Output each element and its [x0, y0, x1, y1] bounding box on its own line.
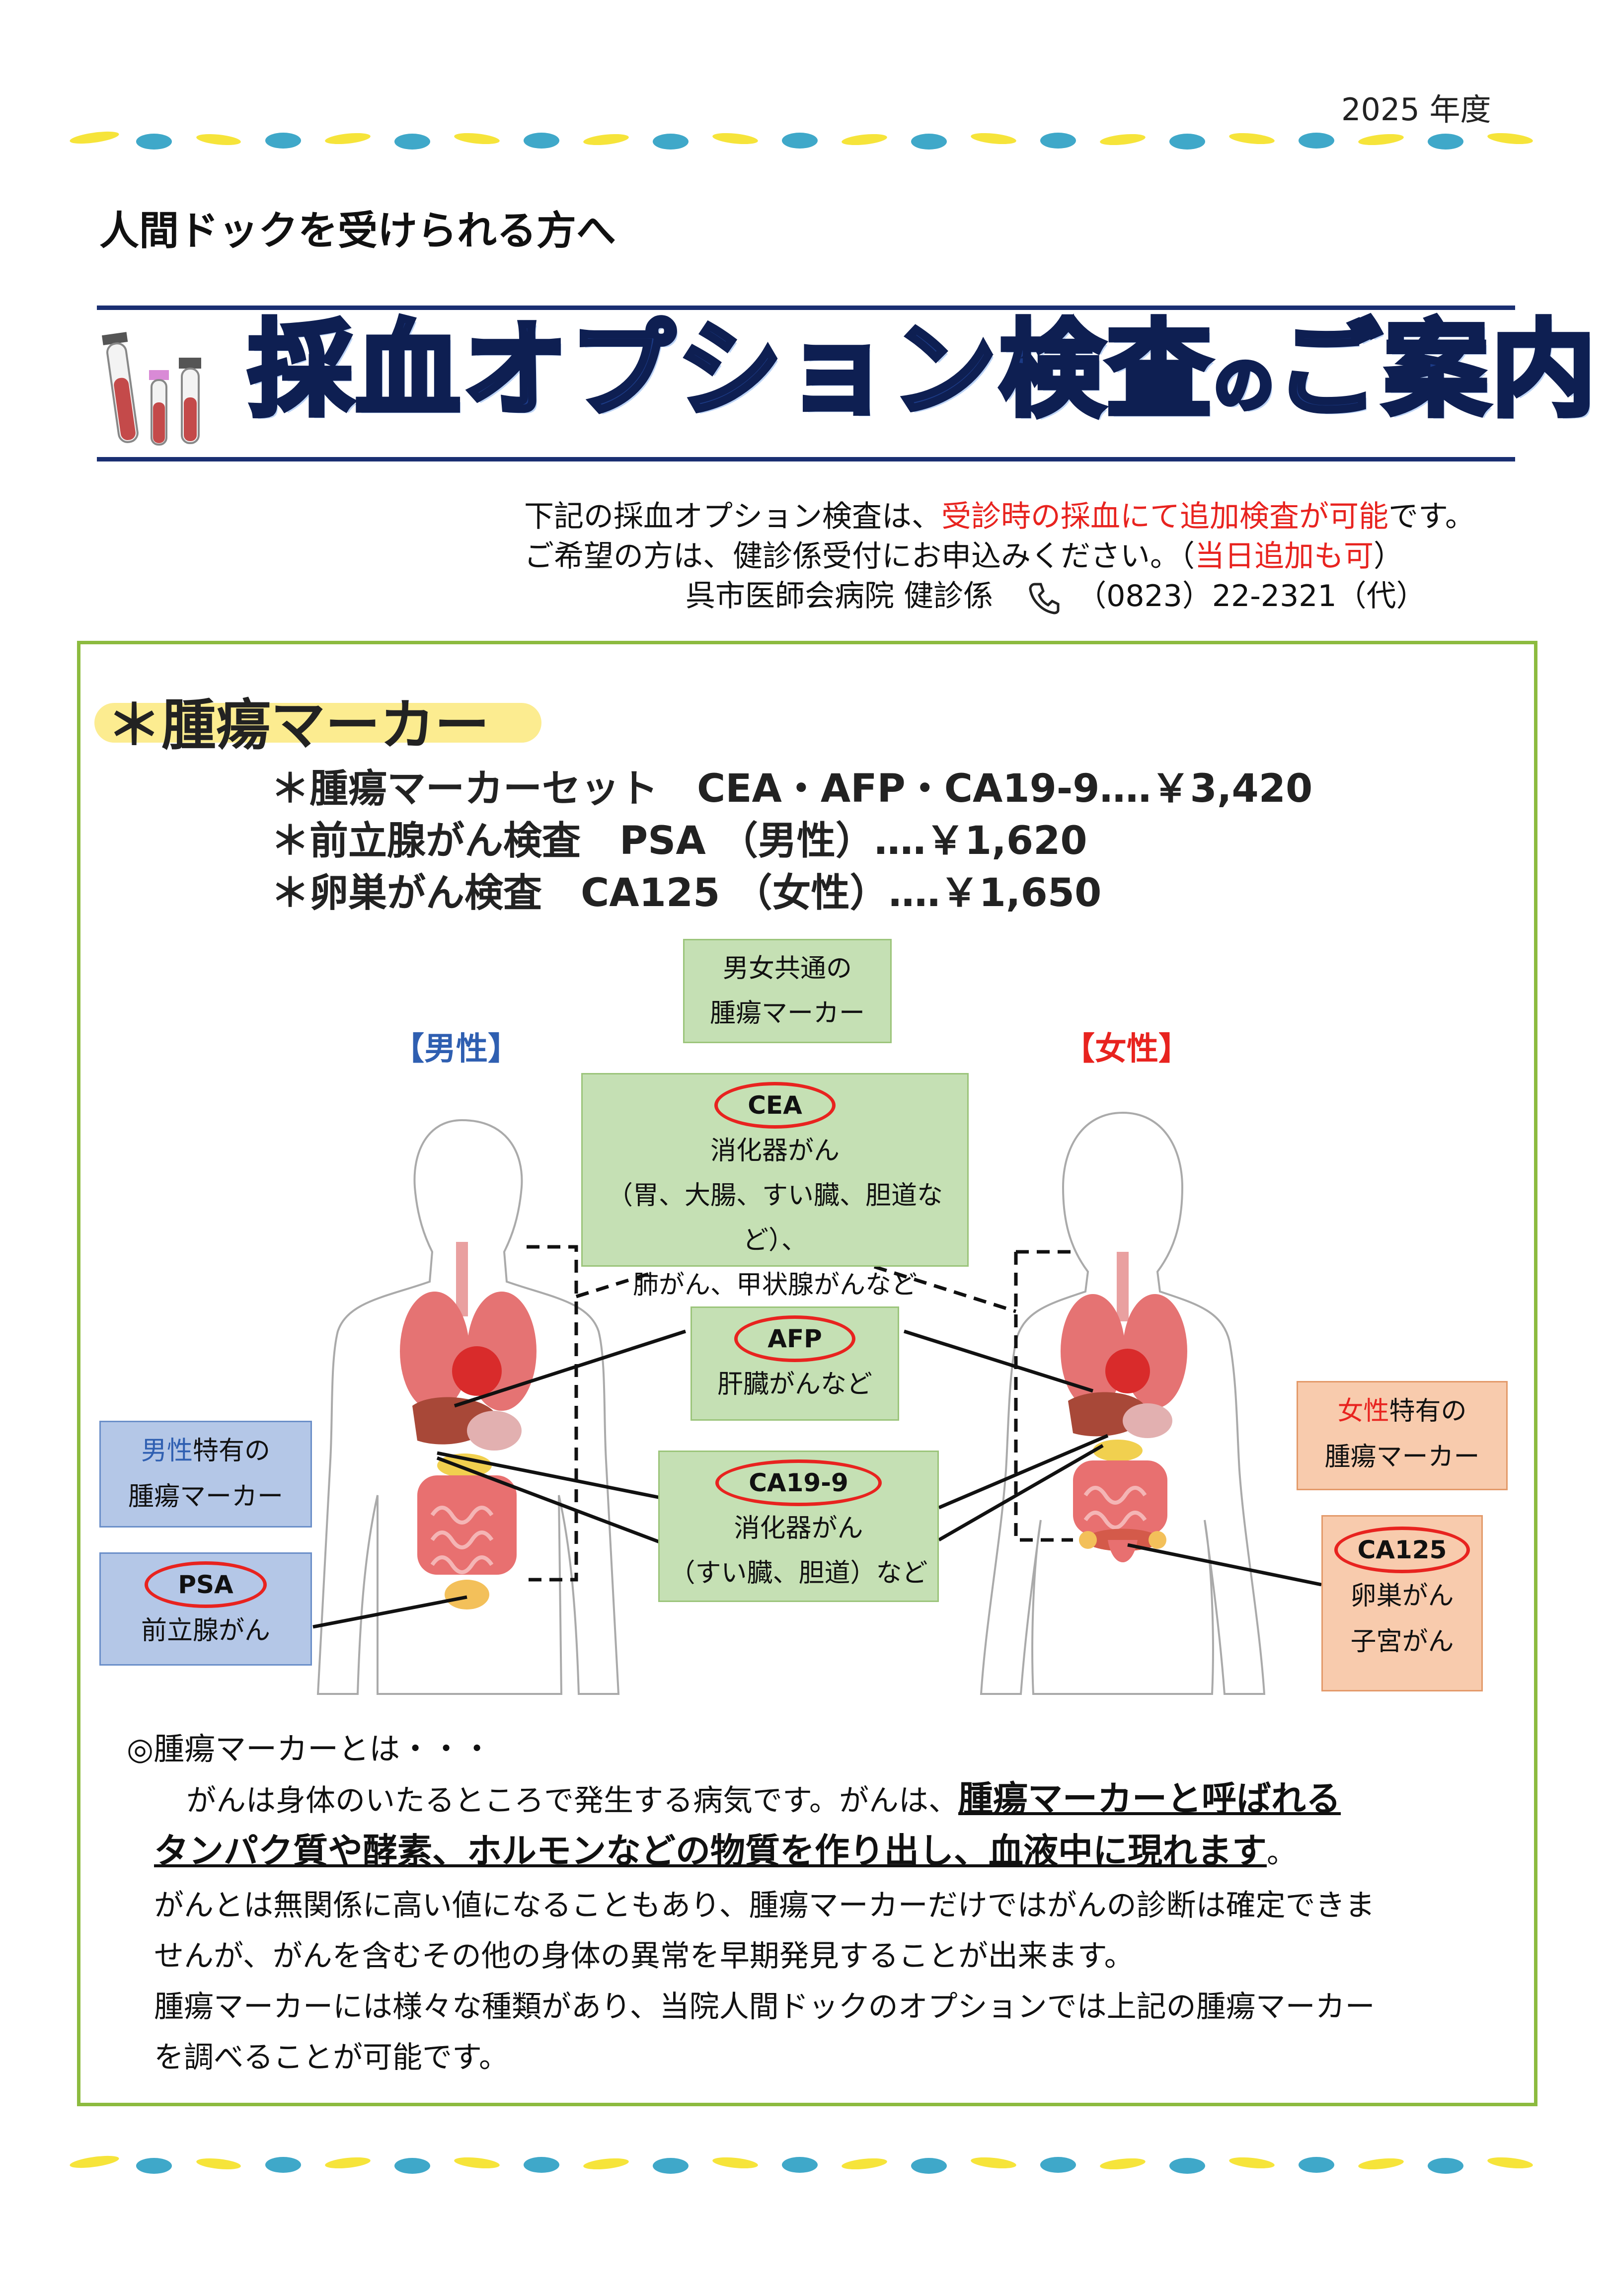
explanation-text: 。 — [1267, 1836, 1297, 1870]
title-top-rule — [97, 306, 1515, 310]
ca125-marker: CA125 — [1334, 1527, 1470, 1573]
title-particle: の — [1212, 351, 1277, 420]
explanation-p3-line1: 腫瘍マーカーには様々な種類があり、当院人間ドックのオプションでは上記の腫瘍マーカ… — [154, 1990, 1375, 2024]
explanation-p3-line2: を調べることが可能です。 — [154, 2040, 509, 2075]
desc-text: ） — [1374, 539, 1403, 574]
psa-line: 前立腺がん — [141, 1616, 270, 1646]
cea-line: （胃、大腸、すい臓、胆道など）、 — [607, 1181, 943, 1255]
pointer-lines — [312, 1329, 1322, 1629]
ca125-box: CA125 卵巣がん 子宮がん — [1321, 1515, 1483, 1691]
cea-box: CEA 消化器がん （胃、大腸、すい臓、胆道など）、 肺がん、甲状腺がんなど — [581, 1073, 969, 1300]
male-specific-text: 腫瘍マーカー — [128, 1482, 283, 1512]
test-tubes-icon — [101, 332, 201, 446]
desc-highlight: 当日追加も可 — [1195, 539, 1374, 574]
cea-marker: CEA — [714, 1082, 836, 1129]
female-specific-text: 腫瘍マーカー — [1324, 1442, 1480, 1472]
female-specific-word: 女性 — [1337, 1396, 1389, 1426]
desc-text: です。 — [1388, 499, 1475, 534]
phone-icon — [1029, 583, 1060, 614]
common-label-line: 腫瘍マーカー — [709, 998, 865, 1028]
desc-highlight: 受診時の採血にて追加検査が可能 — [941, 499, 1388, 534]
cea-line: 消化器がん — [710, 1136, 840, 1166]
desc-text: 下記の採血オプション検査は、 — [524, 499, 941, 534]
explanation-p1-line2: タンパク質や酵素、ホルモンなどの物質を作り出し、血液中に現れます。 — [154, 1826, 1297, 1878]
contact-line: 呉市医師会病院 健診係 （0823）22-2321（代） — [686, 576, 1426, 616]
female-specific-label: 女性特有の 腫瘍マーカー — [1297, 1381, 1508, 1490]
female-label: 【女性】 — [1063, 1031, 1190, 1068]
male-specific-word: 男性 — [141, 1436, 193, 1466]
explanation-emphasis: 腫瘍マーカーと呼ばれる — [958, 1778, 1341, 1819]
title-part-a: 採血オプション検査 — [246, 309, 1215, 431]
ca125-line: 卵巣がん — [1350, 1581, 1454, 1611]
male-specific-text: 特有の — [193, 1436, 271, 1466]
afp-line: 肝臓がんなど — [717, 1370, 872, 1399]
ca199-box: CA19-9 消化器がん （すい臓、胆道）など — [658, 1451, 939, 1602]
price-line-ca125: ＊卵巣がん検査 CA125 （女性）‥‥￥1,650 — [271, 871, 1102, 916]
explanation-p2-line1: がんとは無関係に高い値になることもあり、腫瘍マーカーだけではがんの診断は確定でき… — [154, 1888, 1375, 1923]
male-specific-label: 男性特有の 腫瘍マーカー — [99, 1421, 312, 1528]
contact-name: 呉市医師会病院 健診係 — [686, 579, 994, 613]
ca125-line: 子宮がん — [1350, 1627, 1454, 1657]
common-marker-label: 男女共通の 腫瘍マーカー — [683, 939, 892, 1043]
fiscal-year: 2025 年度 — [1341, 91, 1491, 128]
ca199-line: 消化器がん — [734, 1514, 863, 1543]
intro-heading: 人間ドックを受けられる方へ — [99, 208, 616, 254]
section-title-highlight — [94, 703, 541, 743]
title-bottom-rule — [97, 457, 1515, 461]
explanation-text: がんは身体のいたるところで発生する病気です。がんは、 — [186, 1783, 958, 1818]
explanation-p1-line1: がんは身体のいたるところで発生する病気です。がんは、腫瘍マーカーと呼ばれる — [186, 1773, 1341, 1826]
female-specific-text: 特有の — [1389, 1396, 1467, 1426]
title-part-b: ご案内 — [1274, 309, 1599, 431]
female-organs — [1061, 1252, 1187, 1562]
explanation-emphasis: タンパク質や酵素、ホルモンなどの物質を作り出し、血液中に現れます — [154, 1831, 1267, 1871]
section-title: ＊腫瘍マーカー — [107, 693, 489, 757]
male-organs — [400, 1242, 537, 1609]
ca199-line: （すい臓、胆道）など — [669, 1558, 928, 1588]
price-line-psa: ＊前立腺がん検査 PSA （男性）‥‥￥1,620 — [271, 819, 1087, 863]
content-frame — [77, 641, 1537, 2106]
afp-marker: AFP — [734, 1315, 855, 1362]
description-line-1: 下記の採血オプション検査は、受診時の採血にて追加検査が可能です。 — [524, 497, 1475, 536]
contact-phone: （0823）22-2321（代） — [1076, 579, 1426, 613]
psa-marker: PSA — [145, 1561, 267, 1608]
dashed-connectors — [527, 1245, 1073, 1582]
afp-box: AFP 肝臓がんなど — [690, 1306, 899, 1421]
psa-box: PSA 前立腺がん — [99, 1552, 312, 1666]
main-title: 採血オプション検査のご案内 — [246, 315, 1599, 425]
bottom-decoration — [70, 2155, 1533, 2174]
common-label-line: 男女共通の — [722, 954, 852, 984]
cea-line: 肺がん、甲状腺がんなど — [632, 1270, 917, 1300]
price-line-tumor-set: ＊腫瘍マーカーセット CEA・AFP・CA19-9‥‥￥3,420 — [271, 766, 1313, 811]
explanation-heading: ◎腫瘍マーカーとは・・・ — [127, 1731, 493, 1767]
description-line-2: ご希望の方は、健診係受付にお申込みください。（当日追加も可） — [524, 536, 1403, 576]
ca199-marker: CA19-9 — [715, 1459, 882, 1506]
top-decoration — [70, 131, 1533, 150]
male-label: 【男性】 — [392, 1031, 520, 1068]
desc-text: ご希望の方は、健診係受付にお申込みください。（ — [524, 539, 1195, 574]
explanation-p2-line2: せんが、がんを含むその他の身体の異常を早期発見することが出来ます。 — [154, 1939, 1134, 1974]
